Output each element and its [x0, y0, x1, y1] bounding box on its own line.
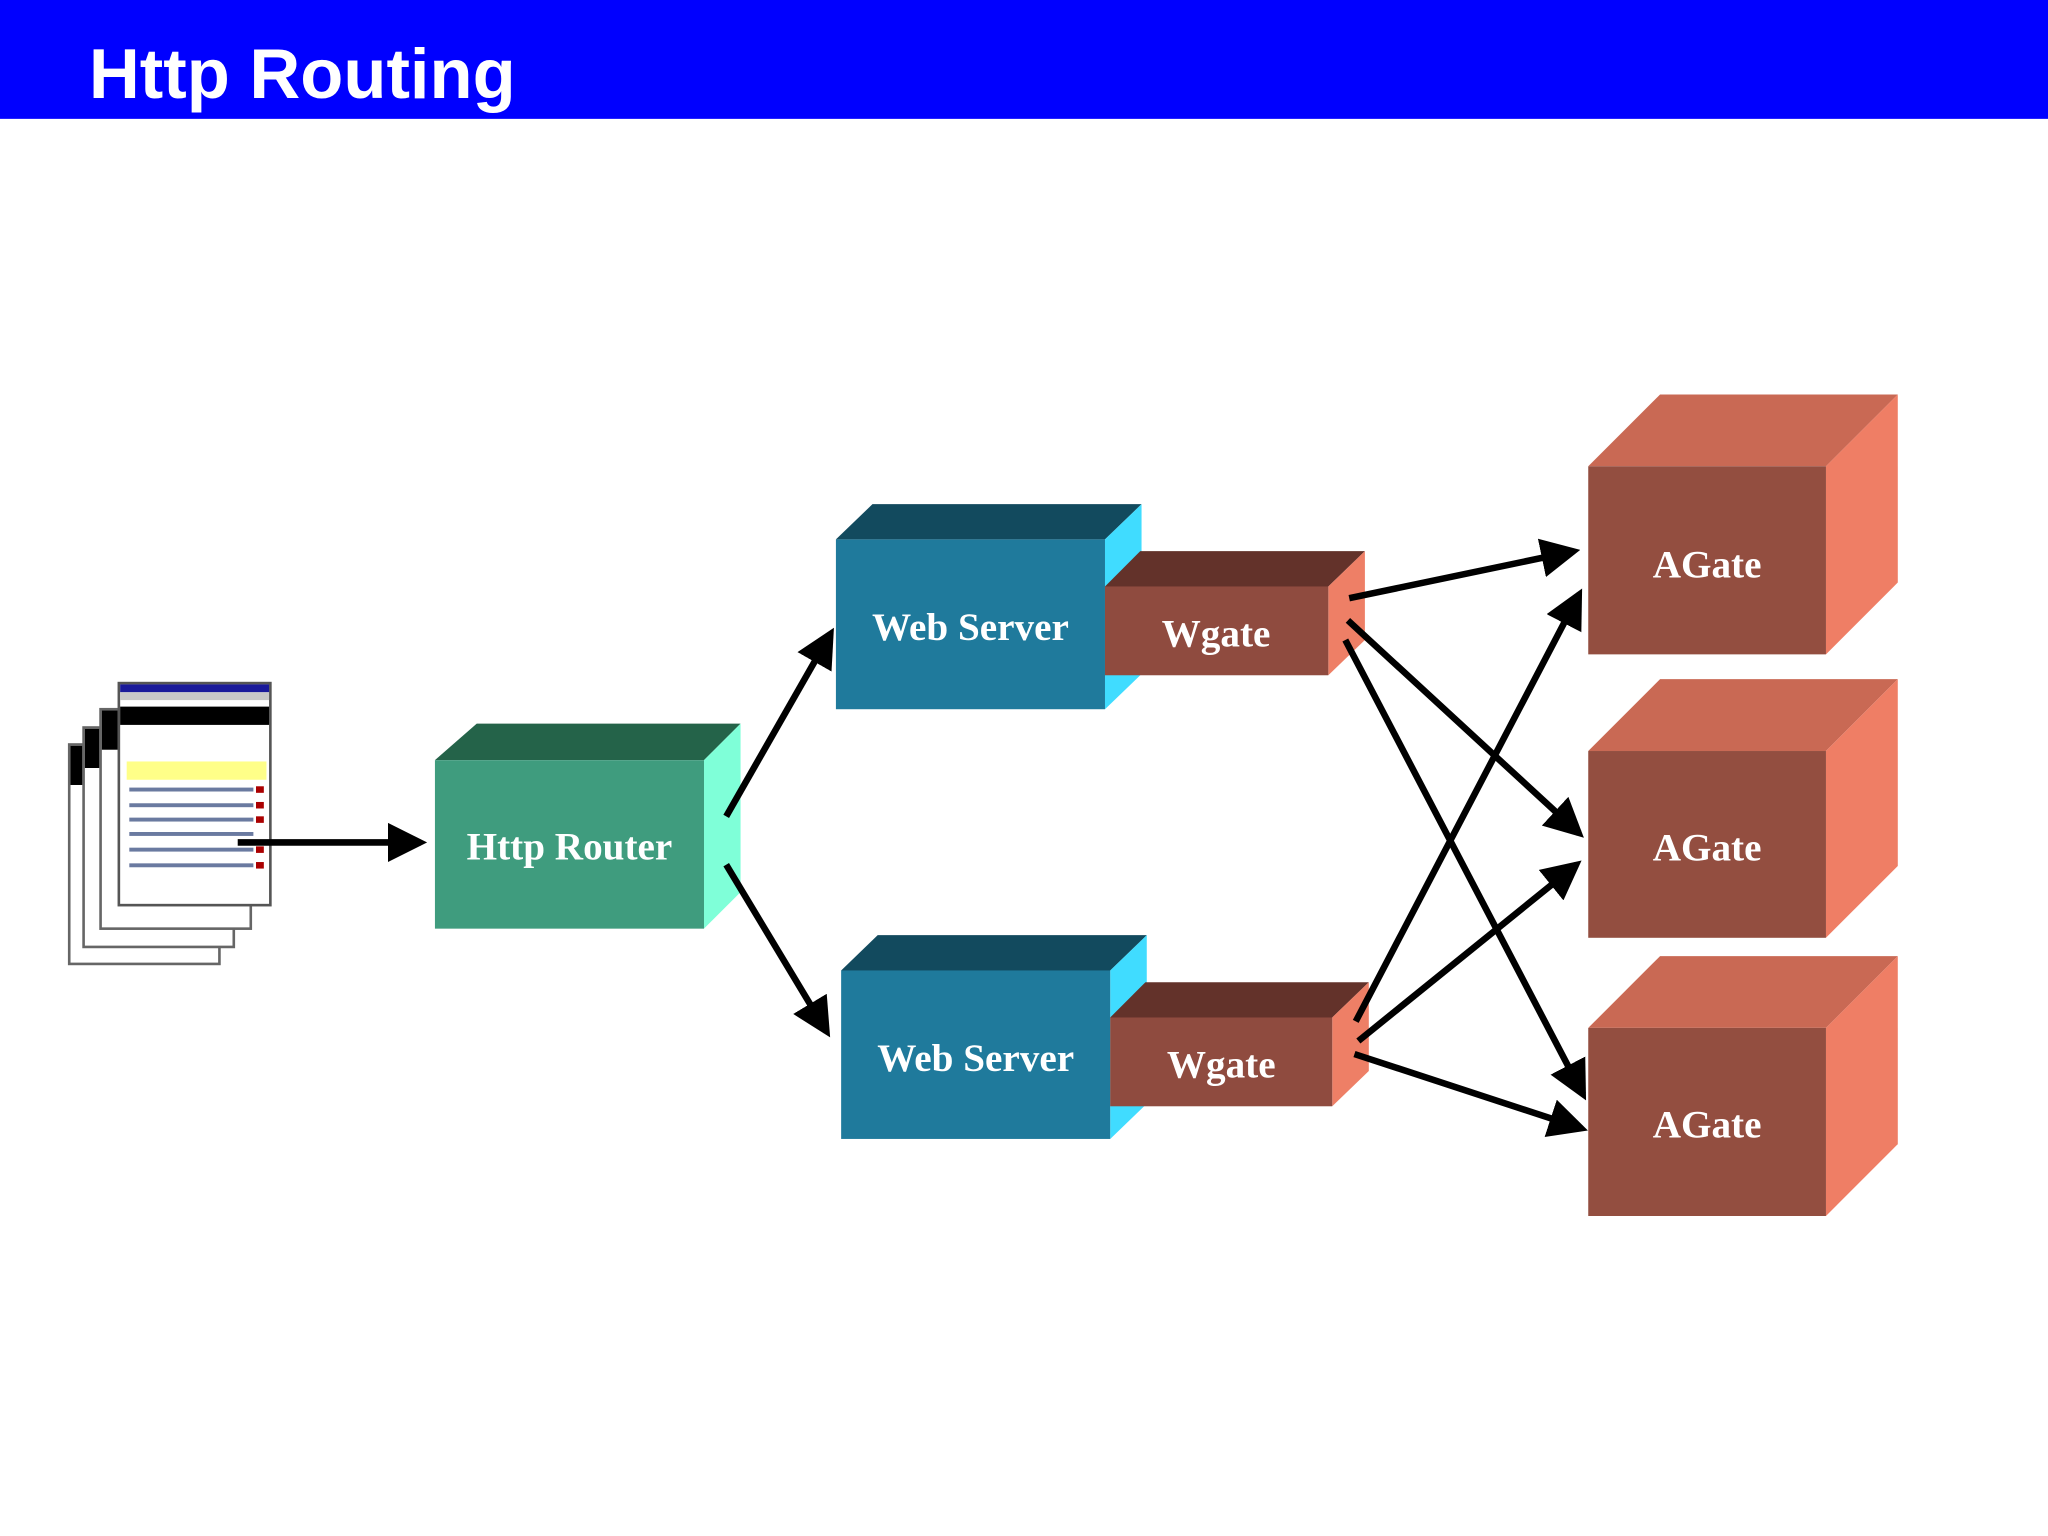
http-router-box: Http Router	[434, 723, 741, 929]
agate-label: AGate	[1653, 1104, 1762, 1147]
arrow-router-to-web-server-2	[723, 862, 831, 1038]
slide-title: Http Routing	[89, 34, 516, 113]
arrow-wgate2-to-agate3	[1353, 1050, 1588, 1137]
arrow-wgate1-to-agate3	[1342, 638, 1587, 1101]
wgate-box: Wgate	[1104, 551, 1365, 676]
arrow-wgate1-to-agate2	[1345, 618, 1584, 838]
arrow-wgate2-to-agate2	[1356, 860, 1582, 1044]
web-server-box: Web Server	[835, 504, 1142, 710]
web-server-label: Web Server	[872, 606, 1069, 649]
arrow-wgate2-to-agate1	[1352, 588, 1583, 1023]
agate-label: AGate	[1653, 543, 1762, 586]
web-server-label: Web Server	[877, 1037, 1074, 1080]
agate-box: AGate	[1588, 394, 1898, 655]
wgate-label: Wgate	[1167, 1044, 1276, 1087]
title-bar	[0, 0, 2048, 119]
agate-label: AGate	[1653, 827, 1762, 870]
web-server-box: Web Server	[841, 935, 1147, 1139]
agate-box: AGate	[1588, 679, 1898, 938]
http-router-label: Http Router	[467, 825, 673, 868]
wgate-box: Wgate	[1110, 982, 1369, 1107]
arrow-router-to-web-server-1	[723, 627, 834, 818]
browser-windows-stack-icon	[67, 681, 272, 966]
agate-box: AGate	[1588, 956, 1898, 1216]
wgate-label: Wgate	[1162, 613, 1271, 656]
arrow-wgate1-to-agate1	[1348, 538, 1581, 602]
